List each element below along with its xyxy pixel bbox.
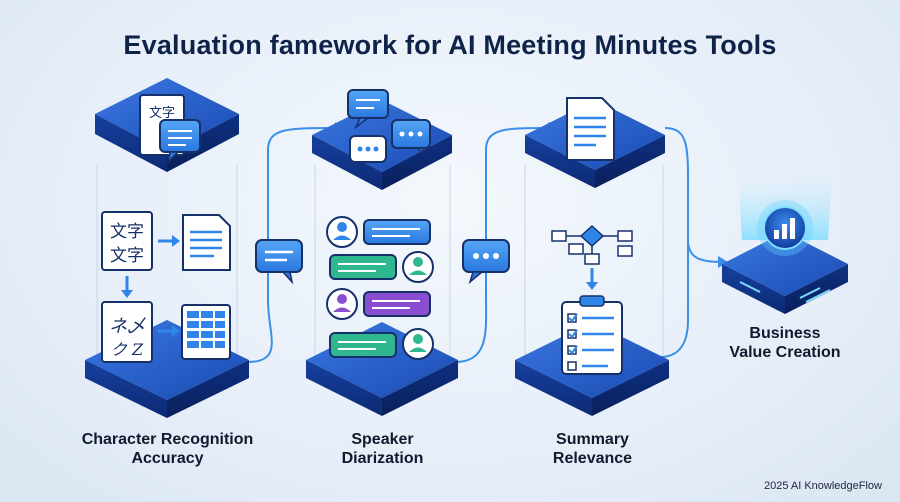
connector-arrows — [246, 127, 723, 363]
speaker-row-3 — [326, 288, 431, 320]
column-guides — [96, 165, 664, 355]
flow-down-arrowhead — [586, 282, 598, 290]
business-value-device — [722, 175, 848, 314]
page-title: Evaluation famework for AI Meeting Minut… — [123, 30, 777, 60]
connector-arrow-1 — [246, 127, 336, 363]
bar-chart-icon — [774, 218, 795, 239]
connector-arrow-3 — [659, 127, 690, 358]
svg-text:ク Z: ク Z — [111, 340, 144, 359]
speaker-row-1 — [326, 216, 431, 248]
document-translate-icon: 文字 — [139, 94, 201, 165]
typing-bubble-icon — [462, 239, 510, 285]
connector-arrow-4 — [687, 239, 723, 263]
speaker-row-4 — [329, 328, 434, 360]
checklist-clipboard-icon — [561, 295, 623, 375]
report-document-icon — [566, 97, 615, 161]
footer-credit: 2025 AI KnowledgeFlow — [763, 480, 882, 492]
connector-arrow-2 — [454, 127, 549, 363]
handwritten-text: ネ乄 — [109, 316, 146, 337]
kanji-text: 文字 — [149, 106, 175, 121]
handwriting-to-grid-icon: ネ乄 ク Z — [101, 301, 231, 363]
chat-bubble-icon — [255, 239, 303, 285]
speaker-row-2 — [329, 251, 434, 283]
kanji-text-b: 文字 — [110, 246, 144, 266]
flowchart-icon — [551, 224, 633, 265]
conversation-bubbles-icon — [347, 89, 431, 163]
ocr-to-text-icon: 文字 文字 — [101, 211, 231, 298]
kanji-text-a: 文字 — [110, 222, 144, 242]
